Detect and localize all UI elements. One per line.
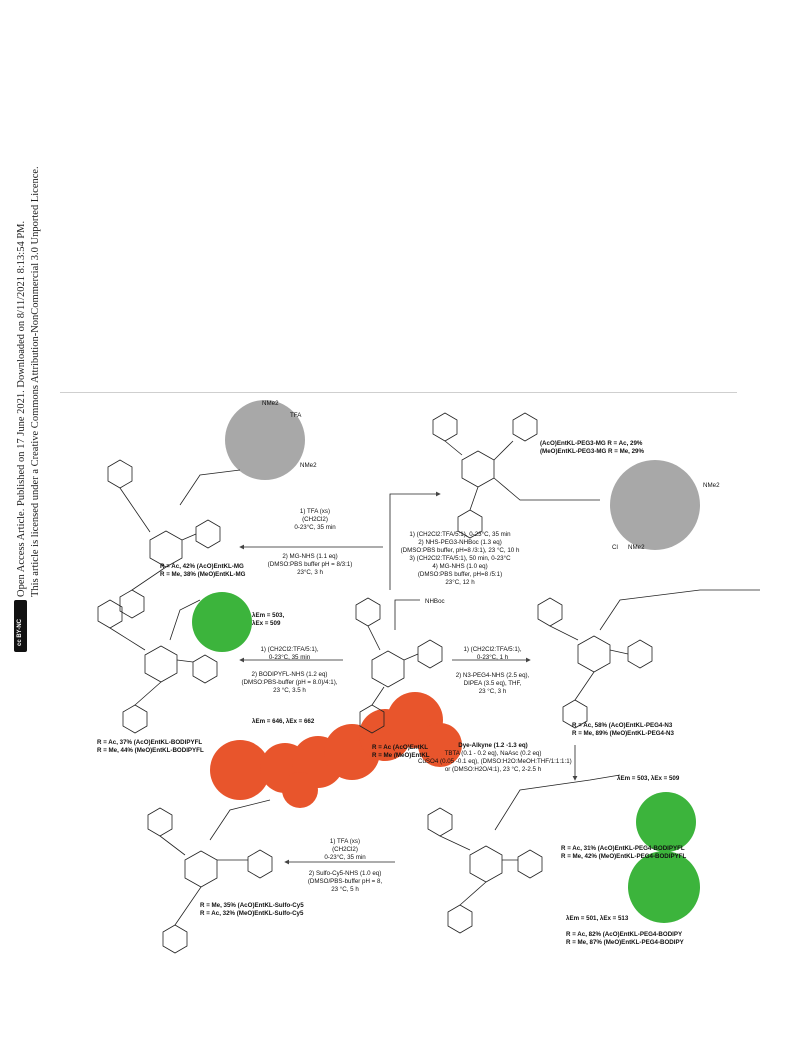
ml-product-2: R = Me, 44% (MeO)EntKL-BODIPYFL	[97, 747, 204, 754]
top-right-molecule	[432, 412, 600, 539]
br-fl-product-2: R = Me, 42% (MeO)EntKL-PEG4-BODIPYFL	[561, 853, 687, 860]
bl-wavelength: λEm = 646, λEx = 662	[252, 718, 315, 725]
br-cond-1: Dye-Alkyne (1.2 -1.3 eq)	[458, 742, 528, 749]
tr-cond-1: 1) (CH2Cl2:TFA/5:1), 0-23°C, 35 min	[409, 531, 511, 538]
bodipy-fl-circle-2	[636, 792, 696, 852]
arrow-top-right	[389, 491, 441, 590]
bl-product-2: R = Ac, 32% (MeO)EntKL-Sulfo-Cy5	[200, 910, 304, 917]
mr-cond-2: 0-23°C, 1 h	[476, 654, 509, 661]
bl-cond-1: 1) TFA (xs)	[329, 838, 361, 845]
br-fl-product-1: R = Ac, 31% (AcO)EntKL-PEG4-BODIPYFL	[561, 845, 685, 852]
tl-product-1: R = Ac, 42% (AcO)EntKL-MG	[160, 563, 244, 570]
br-fl-wavelength: λEm = 503, λEx = 509	[617, 775, 680, 782]
bl-cond-3: 0-23°C, 35 min	[324, 854, 366, 861]
mr-cond-5: 23 °C, 3 h	[478, 688, 507, 695]
center-label-me: R = Me (MeO)EntKL	[372, 752, 430, 759]
bottom-right-molecule	[427, 774, 621, 934]
tr-cond-4: 3) (CH2Cl2:TFA/5:1), 50 min, 0-23°C	[409, 555, 511, 562]
tl-cond-6: 23°C, 3 h	[297, 569, 323, 576]
top-left-molecule	[107, 459, 241, 619]
mr-cond-1: 1) (CH2Cl2:TFA/5:1),	[463, 646, 522, 653]
header-rule	[60, 392, 737, 393]
ml-wavelength-1: λEm = 503,	[252, 612, 285, 619]
ml-cond-1: 1) (CH2Cl2:TFA/5:1),	[260, 646, 319, 653]
center-label-ac: R = Ac (AcO)EntKL	[372, 744, 428, 751]
license-badge: cc BY-NC	[14, 600, 27, 652]
bodipy-fl-circle	[192, 592, 252, 652]
bottom-left-molecule	[147, 799, 273, 954]
mg-dye-circle-2	[610, 460, 700, 550]
ml-cond-2: 0-23°C, 35 min	[268, 654, 311, 661]
tr-cond-6: (DMSO:PBS buffer, pH=8 /5:1)	[417, 571, 503, 578]
br-product-2: R = Me, 87% (MeO)EntKL-PEG4-BODIPY	[566, 939, 684, 946]
ml-cond-4: (DMSO:PBS-buffer (pH = 8.0)/4:1),	[241, 679, 338, 686]
mid-left-molecule	[97, 599, 218, 734]
tr-cond-3: (DMSO:PBS buffer, pH=8 /3:1), 23 °C, 10 …	[400, 547, 520, 554]
tr-cond-7: 23°C, 12 h	[445, 579, 475, 586]
tl-label-nme2-2: NMe2	[300, 462, 317, 469]
bl-product-1: R = Me, 35% (AcO)EntKL-Sulfo-Cy5	[200, 902, 304, 909]
tr-label-nme2-2: NMe2	[628, 544, 645, 551]
tl-product-2: R = Me, 38% (MeO)EntKL-MG	[160, 571, 246, 578]
ml-cond-5: 23 °C, 3.5 h	[273, 687, 306, 694]
cy5-dye-blob	[210, 692, 462, 808]
br-cond-2: TBTA (0.1 - 0.2 eq), NaAsc (0.2 eq)	[444, 750, 542, 757]
tr-label-cl: Cl	[612, 544, 618, 551]
bl-cond-5: (DMSO/PBS-buffer pH = 8,	[307, 878, 383, 885]
tr-cond-5: 4) MG-NHS (1.0 eq)	[432, 563, 488, 570]
tl-label-tfa: TFA	[290, 412, 302, 419]
br-product-1: R = Ac, 82% (AcO)EntKL-PEG4-BODIPY	[566, 931, 683, 938]
tl-label-nme2: NMe2	[262, 400, 279, 407]
tl-cond-2: (CH2Cl2)	[302, 516, 328, 523]
mr-product-2: R = Me, 89% (MeO)EntKL-PEG4-N3	[572, 730, 674, 737]
tr-label-nme2: NMe2	[703, 482, 720, 489]
br-wavelength: λEm = 501, λEx = 513	[566, 915, 629, 922]
ml-product-1: R = Ac, 37% (AcO)EntKL-BODIPYFL	[97, 739, 203, 746]
tl-cond-4: 2) MG-NHS (1.1 eq)	[282, 553, 338, 560]
br-cond-4: or (DMSO:H2O/4:1), 23 °C, 2-2.5 h	[444, 766, 542, 773]
tr-cond-2: 2) NHS-PEG3-NHBoc (1.3 eq)	[418, 539, 502, 546]
tr-product-1: (AcO)EntKL-PEG3-MG R = Ac, 29%	[540, 440, 643, 447]
mr-product-1: R = Ac, 58% (AcO)EntKL-PEG4-N3	[572, 722, 673, 729]
center-nhboc: NHBoc	[425, 598, 445, 605]
bl-cond-4: 2) Sulfo-Cy5-NHS (1.0 eq)	[308, 870, 382, 877]
br-cond-3: CuSO4 (0.05 -0.1 eq), (DMSO:H2O:MeOH:THF…	[418, 758, 572, 765]
tl-cond-1: 1) TFA (xs)	[299, 508, 331, 515]
mr-cond-3: 2) N3-PEG4-NHS (2.5 eq),	[455, 672, 530, 679]
tl-cond-3: 0-23°C, 35 min	[294, 524, 336, 531]
ml-cond-3: 2) BODIPYFL-NHS (1.2 eq)	[251, 671, 328, 678]
tr-product-2: (MeO)EntKL-PEG3-MG R = Me, 29%	[540, 448, 644, 455]
bl-cond-2: (CH2Cl2)	[332, 846, 358, 853]
bodipy-circle	[628, 851, 700, 923]
mg-dye-circle	[225, 400, 305, 480]
bl-cond-6: 23 °C, 5 h	[331, 886, 359, 893]
mid-right-molecule	[537, 589, 760, 729]
tl-cond-5: (DMSO:PBS buffer pH = 8/3:1)	[267, 561, 353, 568]
mr-cond-4: DIPEA (3.5 eq), THF,	[463, 680, 522, 687]
central-molecule	[355, 597, 443, 734]
ml-wavelength-2: λEx = 509	[252, 620, 281, 627]
